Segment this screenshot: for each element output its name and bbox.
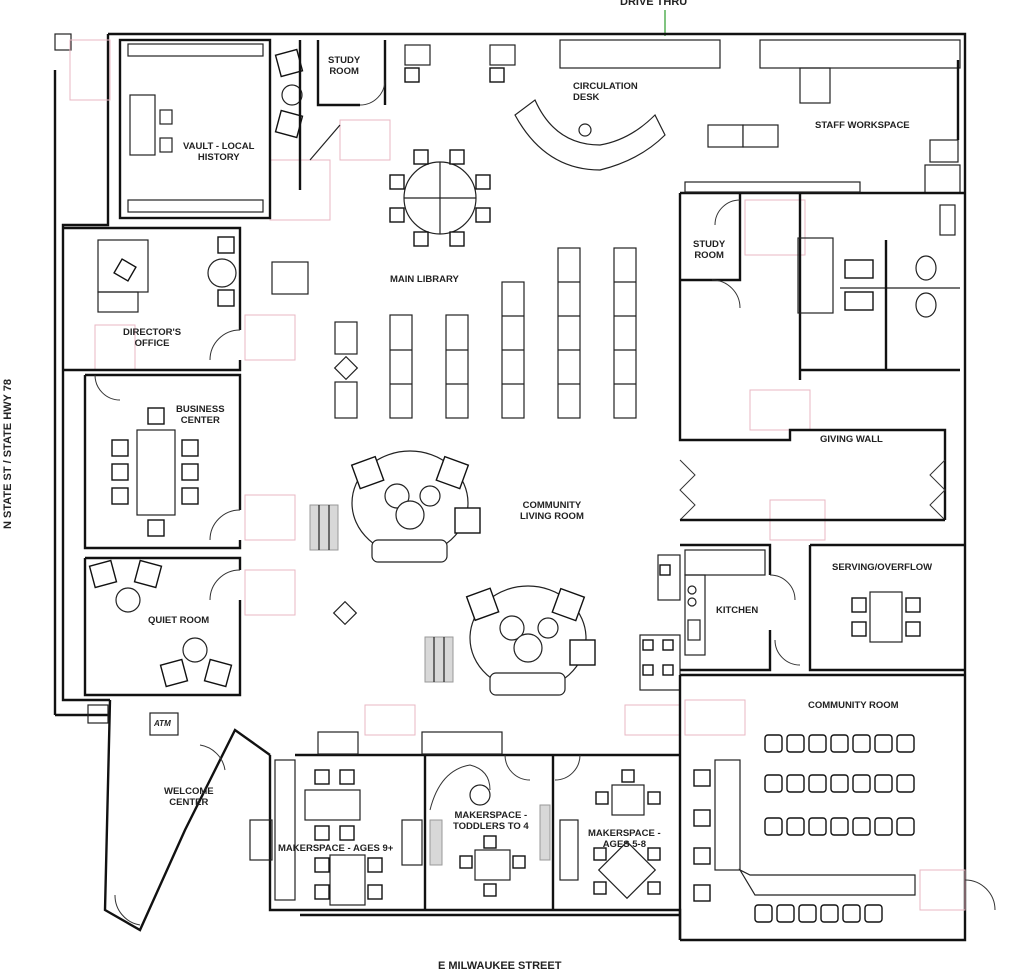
chair [764, 734, 783, 753]
label-community-room: COMMUNITY ROOM [808, 700, 899, 711]
chair [808, 734, 827, 753]
chair [896, 817, 915, 836]
serving-overflow [774, 543, 965, 672]
vault-room [118, 38, 304, 220]
chair [693, 884, 711, 902]
study-room-top [309, 40, 387, 161]
chair [896, 734, 915, 753]
chair [874, 817, 893, 836]
bookshelves [333, 247, 637, 419]
study-room-right-and-restrooms [678, 193, 960, 520]
chair [852, 817, 871, 836]
label-circulation: CIRCULATION DESK [573, 81, 638, 103]
street-label-milwaukee: E MILWAUKEE STREET [438, 960, 562, 972]
quiet-room [83, 556, 242, 697]
chair [808, 817, 827, 836]
label-staff-workspace: STAFF WORKSPACE [815, 120, 910, 131]
living-room-group-lower [465, 585, 596, 696]
label-serving-overflow: SERVING/OVERFLOW [832, 562, 933, 573]
chair [896, 774, 915, 793]
chair [786, 734, 805, 753]
label-study-room-right: STUDY ROOM [693, 239, 726, 261]
chair [852, 734, 871, 753]
label-business-center: BUSINESS CENTER [176, 404, 225, 426]
label-vault: VAULT - LOCAL HISTORY [183, 141, 255, 163]
community-room [678, 673, 996, 940]
chair [830, 817, 849, 836]
label-makerspace-toddlers: MAKERSPACE - TODDLERS TO 4 [453, 810, 529, 832]
chair [874, 774, 893, 793]
kitchen [680, 543, 796, 672]
chair [764, 774, 783, 793]
label-kitchen: KITCHEN [716, 605, 759, 616]
chair [842, 904, 861, 923]
floor-vents [309, 504, 454, 683]
chair [786, 817, 805, 836]
shelving-staff-edge [680, 181, 965, 195]
label-atm: ATM [154, 719, 171, 728]
welcome-center [87, 704, 226, 926]
label-study-room-top: STUDY ROOM [328, 55, 361, 77]
community-room-chairs [693, 734, 915, 923]
chair [693, 847, 711, 865]
chair [808, 774, 827, 793]
round-table-main [389, 149, 491, 247]
circulation-desk [404, 39, 721, 171]
label-makerspace-ages-5: MAKERSPACE - AGES 5-8 [588, 828, 661, 850]
chair [820, 904, 839, 923]
label-main-library: MAIN LIBRARY [390, 274, 459, 285]
chair [874, 734, 893, 753]
chair [864, 904, 883, 923]
label-giving-wall: GIVING WALL [820, 434, 883, 445]
chair [764, 817, 783, 836]
street-label-drive-thru: DRIVE THRU [620, 0, 688, 8]
computer-stations [639, 554, 681, 691]
chair [798, 904, 817, 923]
chair [693, 809, 711, 827]
staff-workspace [707, 39, 961, 194]
chair [786, 774, 805, 793]
makerspace-rooms [249, 731, 680, 917]
label-welcome-center: WELCOME CENTER [164, 786, 214, 808]
business-center [83, 373, 242, 550]
street-label-state-st: N STATE ST / STATE HWY 78 [2, 379, 14, 529]
chair [693, 769, 711, 787]
label-makerspace-ages-9: MAKERSPACE - AGES 9+ [278, 843, 394, 854]
living-room-group-upper [350, 450, 481, 563]
chair [776, 904, 795, 923]
label-directors-office: DIRECTOR'S OFFICE [123, 327, 182, 349]
label-community-living-room: COMMUNITY LIVING ROOM [520, 500, 584, 522]
chair [852, 774, 871, 793]
chair [830, 734, 849, 753]
giving-wall-doors [679, 459, 946, 522]
label-quiet-room: QUIET ROOM [148, 615, 210, 626]
directors-office [63, 226, 309, 372]
chair [754, 904, 773, 923]
chair [830, 774, 849, 793]
